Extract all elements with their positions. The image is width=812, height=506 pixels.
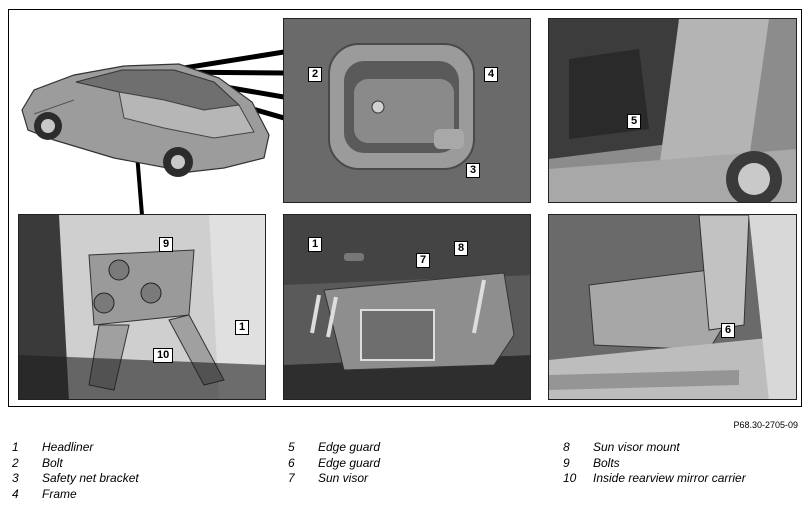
- callout-10: 10: [153, 348, 174, 363]
- frame-bolt-illustration: [284, 19, 530, 202]
- edge-guard-front-illustration: [549, 215, 796, 399]
- panel-mirror-carrier: 9 1 10: [18, 214, 266, 400]
- panel-sun-visor: 1 7 8: [283, 214, 531, 400]
- callout-8: 8: [454, 241, 469, 256]
- panel-edge-guard-front: 6: [548, 214, 797, 400]
- car-overview-illustration: [21, 49, 284, 216]
- callout-3: 3: [466, 163, 481, 178]
- edge-guard-rear-illustration: [549, 19, 796, 202]
- callout-1: 1: [235, 320, 250, 335]
- callout-7: 7: [416, 253, 431, 268]
- callout-2: 2: [308, 67, 323, 82]
- panel-edge-guard-rear: 5: [548, 18, 797, 203]
- callout-6: 6: [721, 323, 736, 338]
- sun-visor-illustration: [284, 215, 530, 399]
- panel-frame-bolt: 2 4 3: [283, 18, 531, 203]
- callout-9: 9: [159, 237, 174, 252]
- mirror-carrier-illustration: [19, 215, 265, 399]
- figure-reference: P68.30-2705-09: [733, 420, 798, 430]
- callout-5: 5: [627, 114, 642, 129]
- callout-4: 4: [484, 67, 499, 82]
- callout-1-headliner: 1: [308, 237, 323, 252]
